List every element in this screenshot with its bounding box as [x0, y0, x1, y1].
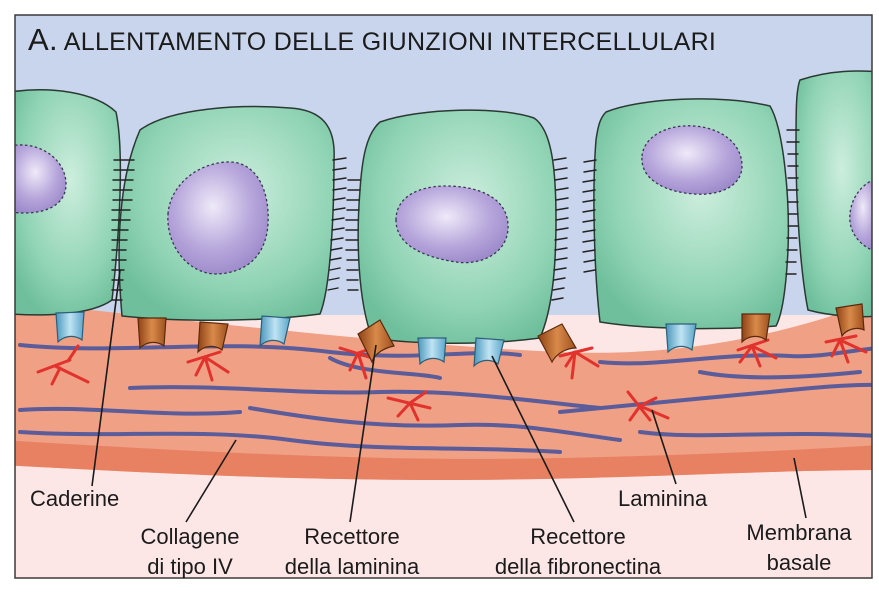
panel-letter: A. — [28, 22, 58, 57]
label-membrana-basale: Membrana basale — [726, 518, 872, 578]
label-membrana-line1: Membrana — [726, 518, 872, 548]
label-recettore-fibronectina-line1: Recettore — [468, 522, 688, 552]
panel-title: A. ALLENTAMENTO DELLE GIUNZIONI INTERCEL… — [28, 22, 716, 58]
panel-title-text: ALLENTAMENTO DELLE GIUNZIONI INTERCELLUL… — [64, 28, 716, 56]
label-recettore-laminina: Recettore della laminina — [262, 522, 442, 582]
label-membrana-line2: basale — [726, 548, 872, 578]
label-caderine: Caderine — [30, 484, 119, 514]
label-collagene-line1: Collagene — [120, 522, 260, 552]
label-caderine-text: Caderine — [30, 486, 119, 511]
label-recettore-laminina-line1: Recettore — [262, 522, 442, 552]
label-laminina: Laminina — [618, 484, 707, 514]
label-laminina-text: Laminina — [618, 486, 707, 511]
label-recettore-laminina-line2: della laminina — [262, 552, 442, 582]
label-recettore-fibronectina: Recettore della fibronectina — [468, 522, 688, 582]
label-collagene-line2: di tipo IV — [120, 552, 260, 582]
label-recettore-fibronectina-line2: della fibronectina — [468, 552, 688, 582]
label-collagene: Collagene di tipo IV — [120, 522, 260, 582]
